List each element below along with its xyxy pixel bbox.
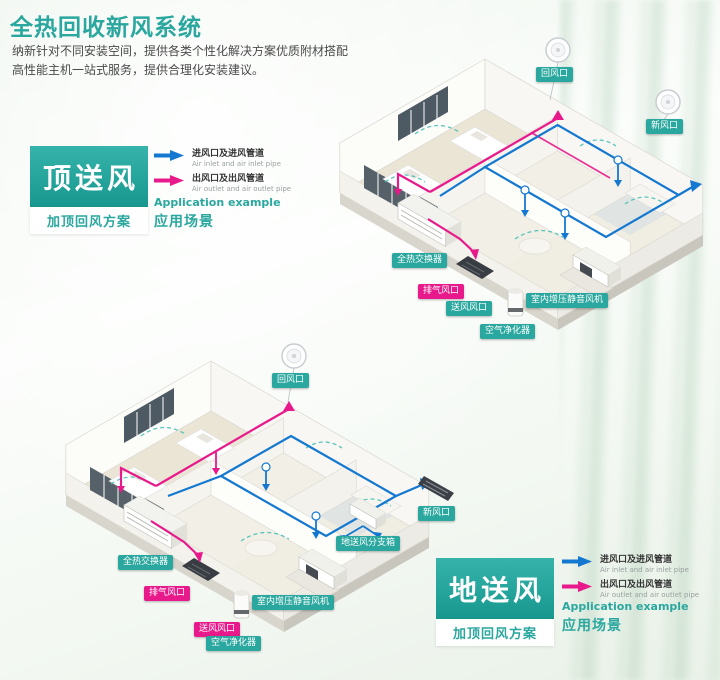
- outlet-legend-sublabel: Air outlet and air outlet pipe: [600, 591, 700, 600]
- return-vent-icon: [281, 343, 307, 369]
- inlet-legend-label: 进风口及进风管道: [192, 149, 265, 159]
- outlet-arrow-icon: [562, 581, 592, 593]
- outlet-legend-label: 出风口及出风管道: [192, 174, 265, 185]
- house2-label-booster-fan: 室内增压静音风机: [252, 595, 335, 610]
- scheme-badge-bottom-subtitle: 加顶回风方案: [436, 619, 554, 646]
- house2-label-supply-vent: 送风风口: [194, 622, 241, 637]
- fresh-vent-icon: [655, 89, 681, 115]
- house1-label-heat-exchanger: 全热交换器: [392, 253, 448, 268]
- legend-inlet-row: 进风口及进风管道 Air inlet and air inlet pipe: [562, 555, 699, 574]
- inlet-legend-label: 进风口及进风管道: [600, 555, 673, 565]
- legend-outlet-row: 出风口及出风管道 Air outlet and air outlet pipe: [154, 174, 292, 194]
- subtitle-line2: 高性能主机一站式服务，提供合理化安装建议。: [12, 62, 265, 77]
- house1-label-fresh-vent: 新风口: [646, 119, 684, 134]
- legend-inlet-row: 进风口及进风管道 Air inlet and air inlet pipe: [154, 149, 291, 168]
- house2-label-return-vent: 回风口: [272, 373, 310, 388]
- application-example-top: Application example 应用场景: [154, 196, 281, 231]
- house1-label-booster-fan: 室内增压静音风机: [526, 293, 609, 308]
- application-example-bottom-zh: 应用场景: [562, 618, 622, 634]
- scheme-badge-bottom-title: 地送风: [436, 558, 554, 619]
- house1-label-air-purifier: 空气净化器: [480, 324, 536, 339]
- outlet-legend-label: 出风口及出风管道: [600, 580, 673, 591]
- house1-label-exhaust-vent: 排气风口: [418, 284, 465, 299]
- scheme-badge-bottom: 地送风 加顶回风方案: [436, 558, 554, 646]
- house2-label-fresh-vent: 新风口: [418, 506, 456, 521]
- house2-label-exhaust-vent: 排气风口: [144, 586, 191, 601]
- house1-diagram: 回风口 新风口 全热交换器 室内增压静音风机 排气风口 送风风口 空气净化器: [280, 34, 720, 374]
- inlet-arrow-icon: [562, 556, 592, 567]
- inlet-legend-sublabel: Air inlet and air inlet pipe: [192, 159, 281, 168]
- house2-label-air-purifier: 空气净化器: [206, 636, 262, 651]
- house2-label-floor-branch-box: 地送风分支箱: [336, 536, 401, 551]
- house1-label-supply-vent: 送风风口: [446, 301, 493, 316]
- application-example-bottom-en: Application example: [562, 600, 689, 613]
- outlet-legend-sublabel: Air outlet and air outlet pipe: [192, 185, 292, 194]
- house2-diagram: 回风口 新风口 地送风分支箱 全热交换器 室内增压静音风机 排气风口 送风风口 …: [6, 336, 462, 678]
- page-subtitle: 纳新针对不同安装空间，提供各类个性化解决方案优质附材搭配 高性能主机一站式服务，…: [12, 42, 348, 79]
- house1-illustration: [339, 37, 704, 331]
- subtitle-line1: 纳新针对不同安装空间，提供各类个性化解决方案优质附材搭配: [12, 44, 349, 58]
- page-title: 全热回收新风系统: [10, 15, 202, 41]
- legend-outlet-row: 出风口及出风管道 Air outlet and air outlet pipe: [562, 580, 700, 600]
- application-example-bottom: Application example 应用场景: [562, 600, 689, 635]
- application-example-top-en: Application example: [154, 196, 281, 209]
- legend-top: 进风口及进风管道 Air inlet and air inlet pipe 出风…: [154, 149, 292, 194]
- house2-label-heat-exchanger: 全热交换器: [118, 555, 174, 570]
- scheme-badge-top: 顶送风 加顶回风方案: [30, 146, 148, 234]
- house1-label-return-vent: 回风口: [536, 67, 574, 82]
- outlet-arrow-icon: [154, 175, 184, 187]
- scheme-badge-top-subtitle: 加顶回风方案: [30, 207, 148, 234]
- scheme-badge-top-title: 顶送风: [30, 146, 148, 207]
- return-vent-icon: [545, 37, 571, 63]
- legend-bottom: 进风口及进风管道 Air inlet and air inlet pipe 出风…: [562, 555, 700, 600]
- inlet-arrow-icon: [154, 150, 184, 161]
- application-example-top-zh: 应用场景: [154, 214, 214, 230]
- inlet-legend-sublabel: Air inlet and air inlet pipe: [600, 565, 689, 574]
